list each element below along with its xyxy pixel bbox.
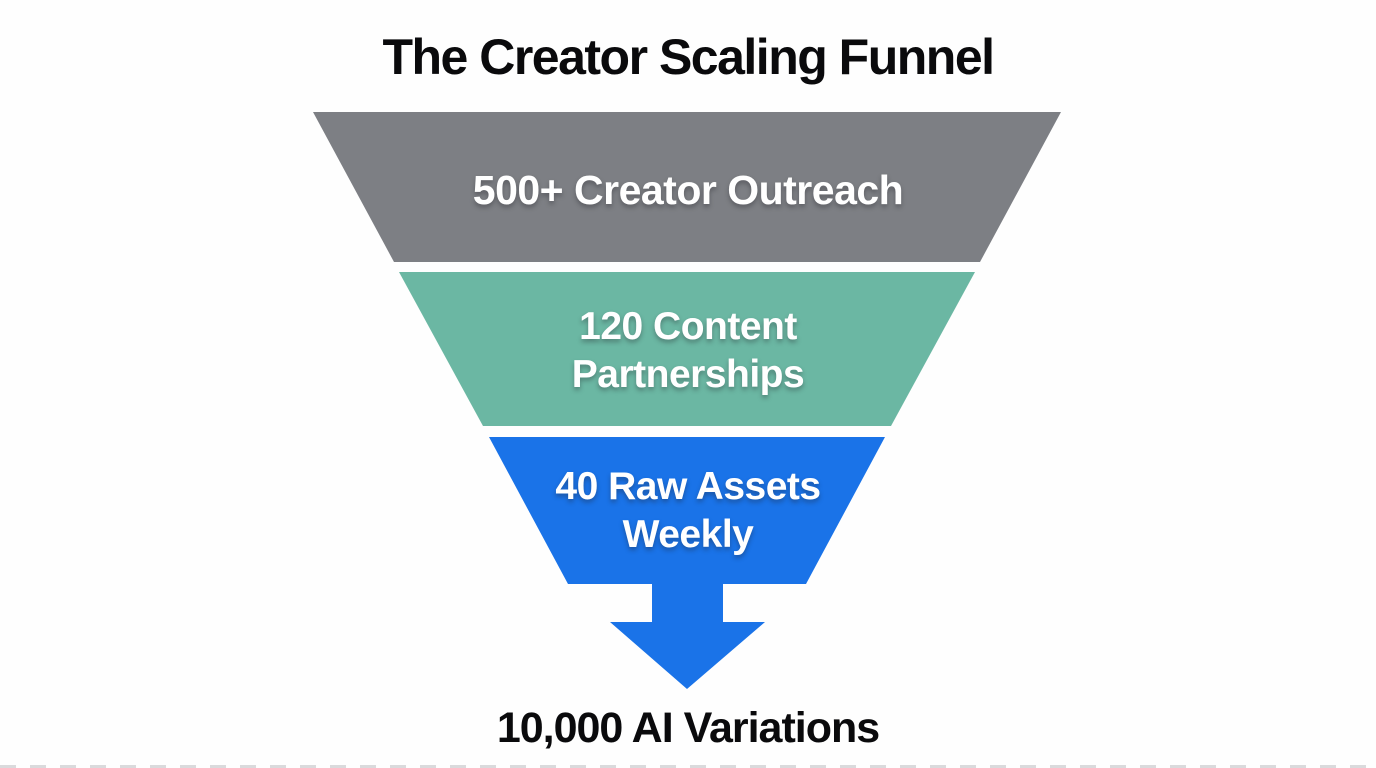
funnel-tier-1-label: 500+ Creator Outreach [472, 167, 904, 213]
funnel-tier-2-shape [399, 272, 975, 426]
funnel-tier-1-shape [313, 112, 1061, 262]
funnel-tier-2-label: 120 Content Partnerships [571, 305, 805, 396]
page-title: The Creator Scaling Funnel [382, 29, 995, 85]
funnel-output-label: 10,000 AI Variations [496, 704, 880, 752]
funnel-down-arrow-icon [610, 583, 765, 689]
cropped-text-artifact [0, 765, 1376, 768]
funnel-tier-3-label: 40 Raw Assets Weekly [555, 465, 821, 556]
funnel-tier-3-shape [489, 437, 885, 584]
